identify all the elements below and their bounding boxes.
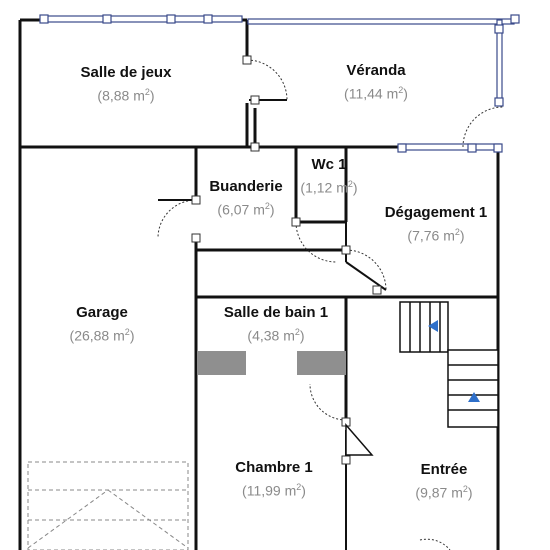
partition-blocks xyxy=(197,351,346,375)
room-name: Entrée xyxy=(420,461,468,478)
room-name: Wc 1 xyxy=(311,156,347,173)
room-entree: Entrée (9,87 m2) xyxy=(415,461,472,503)
room-garage: Garage (26,88 m2) xyxy=(70,304,135,346)
room-chambre-1: Chambre 1 (11,99 m2) xyxy=(235,459,313,501)
room-buanderie: Buanderie (6,07 m2) xyxy=(209,178,282,220)
room-area: (11,44 m2) xyxy=(344,85,408,102)
room-area: (11,99 m2) xyxy=(242,482,306,499)
room-area: (26,88 m2) xyxy=(69,327,135,344)
room-name: Chambre 1 xyxy=(235,459,313,476)
room-name: Dégagement 1 xyxy=(384,204,488,221)
room-area: (9,87 m2) xyxy=(415,484,473,501)
room-area: (4,38 m2) xyxy=(247,327,305,344)
room-area: (8,88 m2) xyxy=(97,87,155,104)
room-name: Véranda xyxy=(346,62,406,79)
entrance-door-swing xyxy=(419,538,451,550)
room-veranda: Véranda (11,44 m2) xyxy=(344,62,408,104)
room-salle-de-jeux: Salle de jeux (8,88 m2) xyxy=(81,64,172,106)
room-wc-1: Wc 1 (1,12 m2) xyxy=(300,156,357,198)
room-name: Garage xyxy=(76,304,128,321)
door-jambs xyxy=(191,55,382,465)
window-posts xyxy=(39,14,520,153)
walls xyxy=(18,18,500,550)
room-area: (7,76 m2) xyxy=(407,227,465,244)
room-salle-de-bain-1: Salle de bain 1 (4,38 m2) xyxy=(224,304,328,346)
room-degagement-1: Dégagement 1 (7,76 m2) xyxy=(385,204,488,246)
staircase xyxy=(399,301,499,428)
room-name: Salle de bain 1 xyxy=(223,304,329,321)
room-area: (6,07 m2) xyxy=(217,201,275,218)
room-name: Buanderie xyxy=(209,178,283,195)
wardrobe xyxy=(345,422,374,456)
door-swings xyxy=(157,59,504,421)
room-area: (1,12 m2) xyxy=(300,179,358,196)
garage-door xyxy=(27,461,189,550)
room-name: Salle de jeux xyxy=(80,64,172,81)
stair-arrows xyxy=(428,320,480,402)
